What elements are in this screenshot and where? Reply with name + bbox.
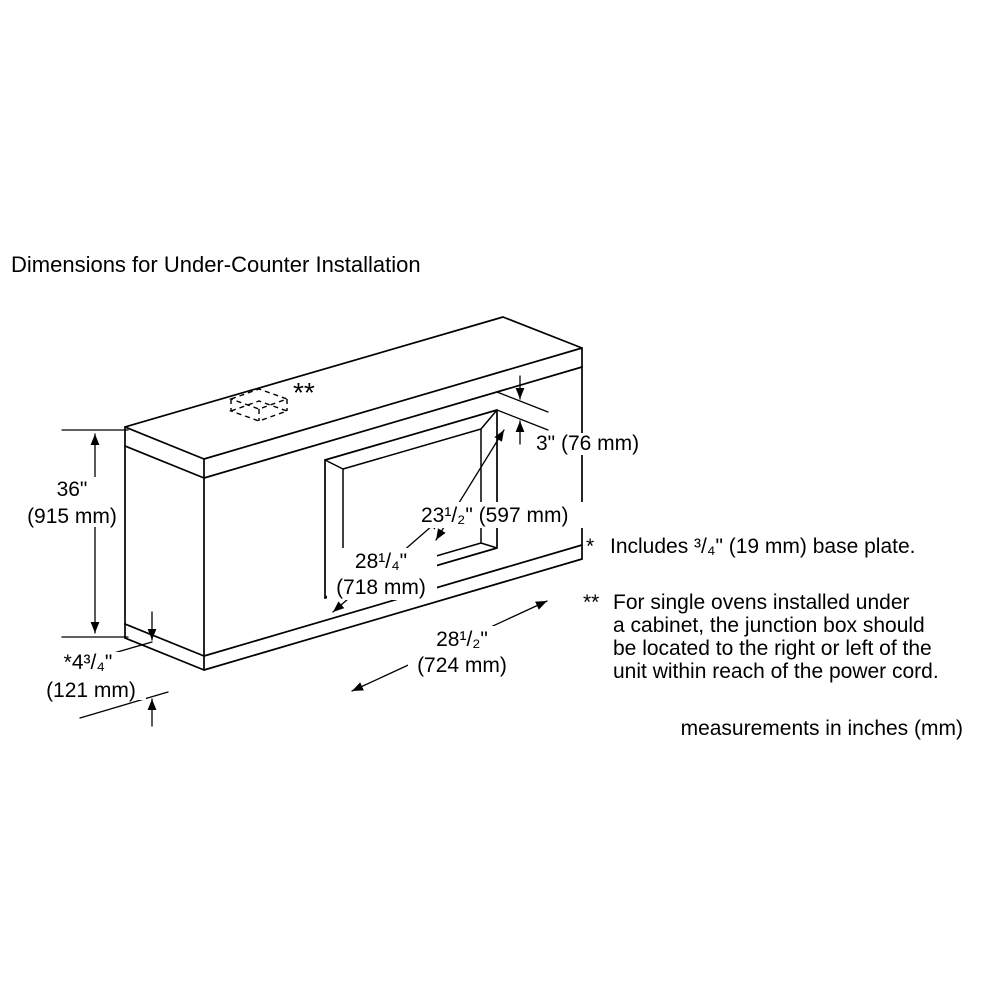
- dim-depth-mm-label: (724 mm): [417, 654, 507, 677]
- page-title: Dimensions for Under-Counter Installatio…: [11, 252, 421, 277]
- cabinet-drawing: [124, 316, 583, 671]
- note-line: unit within reach of the power cord.: [613, 660, 939, 683]
- note-junction-box-text: For single ovens installed under a cabin…: [613, 591, 939, 683]
- measurement-units-note: measurements in inches (mm): [680, 717, 963, 740]
- note-junction-box-marker: **: [583, 591, 600, 614]
- dimension-labels: 36" (915 mm) *4³/₄" (121 mm) 3" (76 mm) …: [27, 432, 639, 702]
- dim-cutout-height-label: 23¹/₂" (597 mm): [421, 504, 568, 527]
- dim-top-gap-label: 3" (76 mm): [536, 432, 639, 455]
- note-line: a cabinet, the junction box should: [613, 614, 925, 637]
- dimension-height-36in: [61, 429, 129, 638]
- cabinet-bottom-edge: [124, 558, 583, 671]
- dim-height-mm-label: (915 mm): [27, 505, 117, 528]
- dim-cutout-width-mm-label: (718 mm): [336, 576, 426, 599]
- countertop-slab-edges: [124, 366, 583, 479]
- dim-cutout-width-inches-label: 28¹/₄": [355, 550, 407, 573]
- dim-base-inches-label: *4³/₄": [64, 651, 113, 674]
- dimension-top-gap: [496, 375, 549, 445]
- note-base-plate-marker: *: [586, 535, 595, 558]
- dimension-label-backgrounds: [24, 433, 651, 700]
- oven-cutout-depth-lines: [324, 409, 498, 599]
- note-line: be located to the right or left of the: [613, 637, 932, 660]
- note-junction-box: ** For single ovens installed under a ca…: [583, 591, 939, 683]
- junction-box-marker: **: [293, 377, 315, 408]
- note-line: For single ovens installed under: [613, 591, 910, 614]
- dim-height-inches-label: 36": [57, 478, 88, 501]
- note-base-plate-text: Includes ³/₄" (19 mm) base plate.: [610, 535, 916, 558]
- note-base-plate: * Includes ³/₄" (19 mm) base plate.: [586, 535, 915, 558]
- junction-box-dashed-outline: [228, 388, 290, 422]
- dim-base-mm-label: (121 mm): [46, 679, 136, 702]
- dim-depth-inches-label: 28¹/₂": [436, 628, 488, 651]
